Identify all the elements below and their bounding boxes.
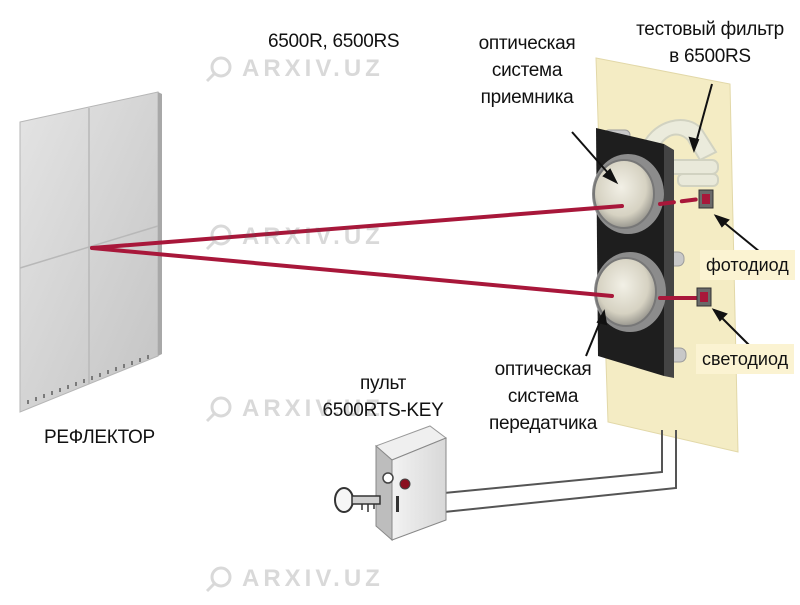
- remote-line-2: 6500RTS-KEY: [322, 400, 444, 421]
- watermark: ARXIV.UZ: [204, 394, 384, 424]
- transmitter-optics-line-3: передатчика: [488, 413, 598, 434]
- photodiode-label: фотодиод: [700, 250, 795, 280]
- magnifier-icon: [205, 56, 232, 83]
- receiver-optics-line-3: приемника: [480, 87, 574, 108]
- reflector-label: РЕФЛЕКТОР: [44, 427, 155, 448]
- watermark: ARXIV.UZ: [204, 564, 384, 594]
- magnifier-icon: [205, 566, 232, 593]
- led: [696, 287, 712, 307]
- test-filter-line-1: тестовый фильтр: [636, 19, 784, 40]
- watermark-text: ARXIV.UZ: [242, 565, 384, 592]
- watermark-text: ARXIV.UZ: [242, 223, 384, 250]
- remote-line-1: пульт: [359, 373, 407, 394]
- watermark-text: ARXIV.UZ: [242, 55, 384, 82]
- magnifier-icon: [205, 224, 232, 251]
- reflector: [19, 91, 162, 413]
- cables: [443, 430, 677, 513]
- test-filter-label: тестовый фильтр в 6500RS: [630, 16, 790, 70]
- transmitter-lens: [594, 252, 666, 332]
- receiver-optics-label: оптическая система приемника: [462, 30, 592, 111]
- watermark: ARXIV.UZ: [204, 222, 384, 252]
- model-label: 6500R, 6500RS: [268, 31, 400, 52]
- watermark-text: ARXIV.UZ: [242, 395, 384, 422]
- photodiode: [698, 189, 714, 209]
- transmitter-optics-line-1: оптическая: [494, 359, 592, 380]
- laser-beams: [90, 197, 702, 300]
- transmitter-optics-label: оптическая система передатчика: [478, 356, 608, 437]
- watermark: ARXIV.UZ: [204, 54, 384, 84]
- receiver-optics-line-2: система: [491, 60, 563, 81]
- transmitter-optics-line-2: система: [507, 386, 579, 407]
- test-filter-line-2: в 6500RS: [669, 46, 751, 67]
- remote-label: пульт 6500RTS-KEY: [318, 370, 448, 424]
- led-label: светодиод: [696, 344, 795, 374]
- receiver-optics-line-1: оптическая: [478, 33, 576, 54]
- magnifier-icon: [205, 396, 232, 423]
- pointer-arrows: [571, 83, 761, 357]
- key-icon: [334, 487, 381, 513]
- remote-box: [375, 425, 448, 542]
